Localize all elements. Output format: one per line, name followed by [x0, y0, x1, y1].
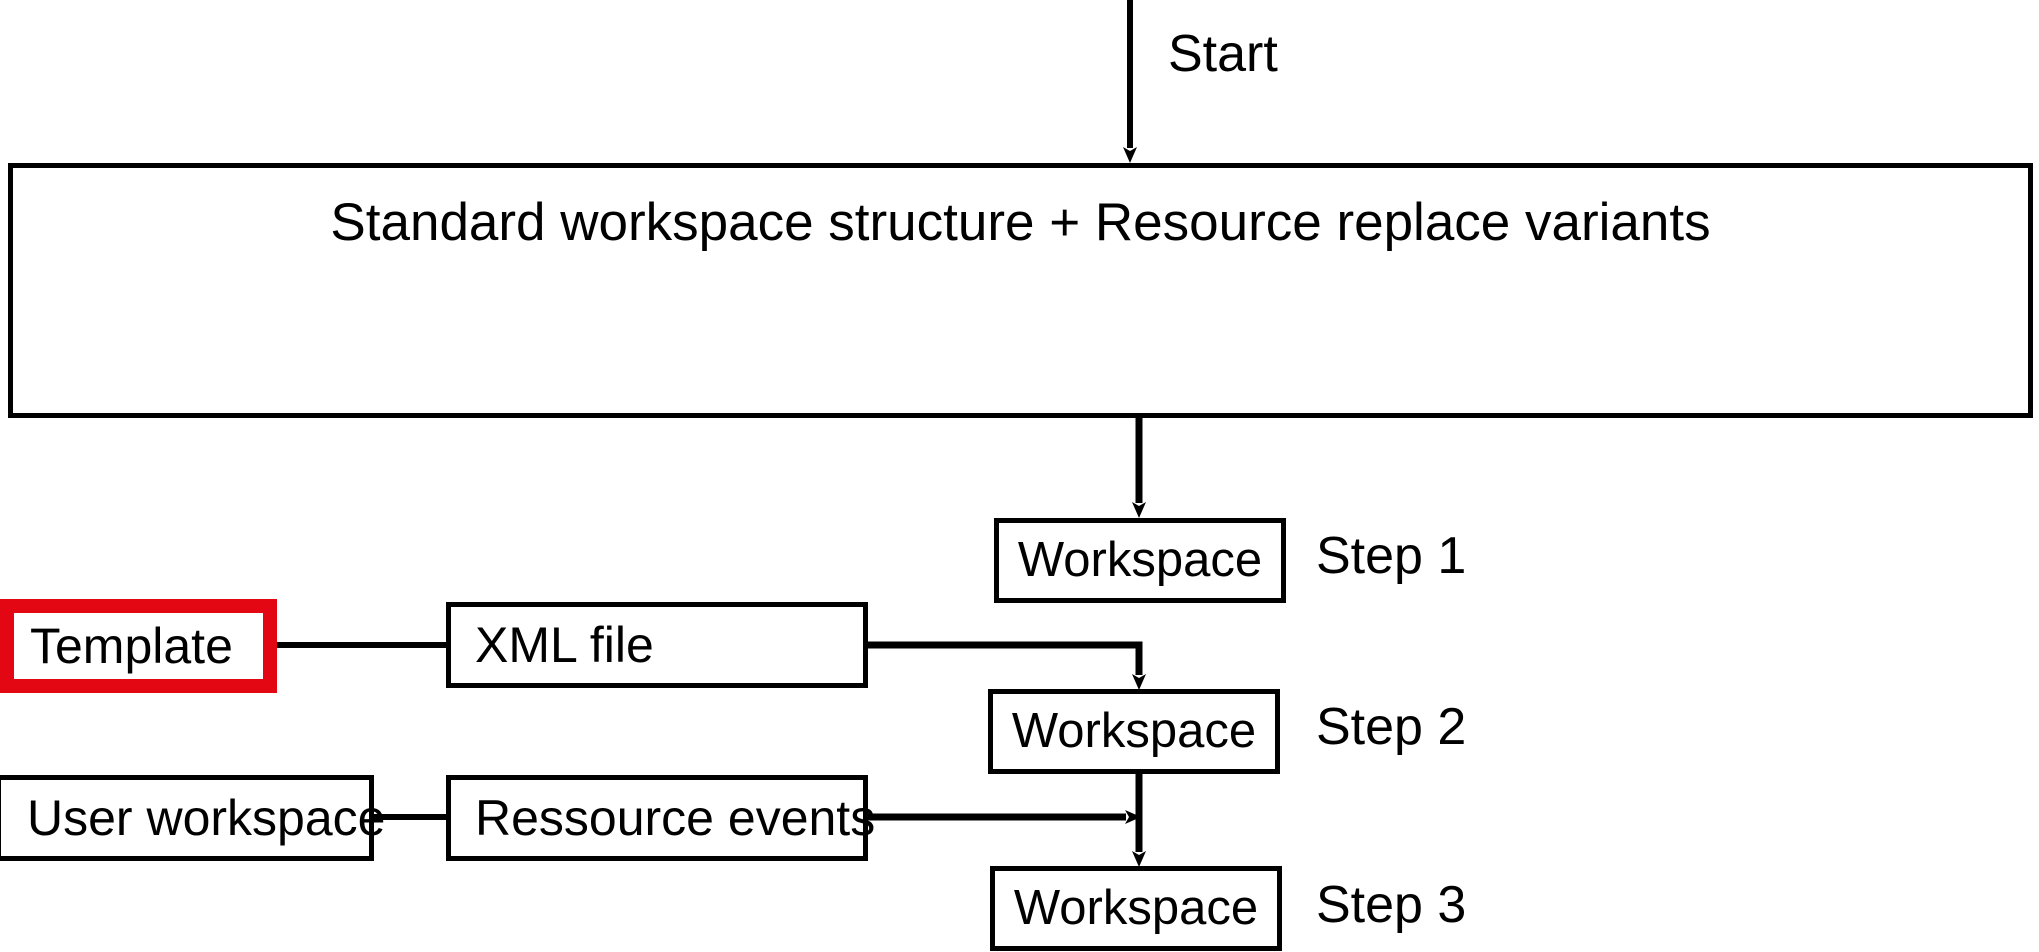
node-workspace-1-label: Workspace: [1017, 533, 1263, 587]
node-workspace-step-2[interactable]: Workspace: [988, 689, 1280, 774]
node-user-workspace-label: User workspace: [27, 790, 386, 846]
node-standard-workspace-structure[interactable]: Standard workspace structure + Resource …: [8, 163, 2033, 418]
node-workspace-3-label: Workspace: [1013, 881, 1259, 935]
node-workspace-step-1[interactable]: Workspace: [994, 518, 1286, 603]
node-workspace-step-3[interactable]: Workspace: [990, 866, 1282, 951]
node-resource-events[interactable]: Ressource events: [446, 775, 875, 861]
label-step-1: Step 1: [1316, 527, 1467, 585]
label-step-3: Step 3: [1316, 876, 1467, 934]
node-structure-label: Standard workspace structure + Resource …: [330, 193, 1711, 252]
node-resource-events-label: Ressource events: [475, 790, 876, 846]
node-xml-file[interactable]: XML file: [446, 602, 868, 688]
node-workspace-2-label: Workspace: [1011, 704, 1257, 758]
node-template-highlighted[interactable]: Template: [0, 599, 277, 693]
label-step-2: Step 2: [1316, 698, 1467, 756]
node-user-workspace[interactable]: User workspace: [0, 775, 385, 861]
connector-xml-file-to-workspace-2: [864, 641, 1146, 690]
label-start: Start: [1168, 25, 1278, 83]
node-template-label: Template: [30, 618, 233, 674]
node-xml-file-label: XML file: [475, 617, 654, 673]
